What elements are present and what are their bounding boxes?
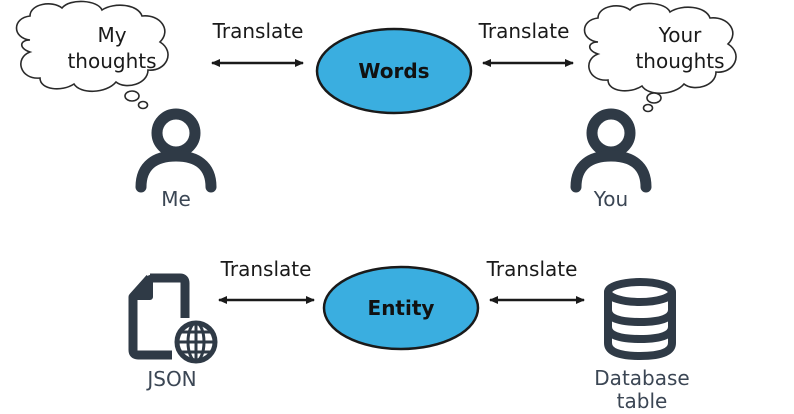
thought-cloud-icon <box>15 0 169 110</box>
your-thoughts-line2: thoughts <box>635 49 724 73</box>
json-label: JSON <box>145 367 196 391</box>
your-thoughts-line1: Your <box>658 23 702 47</box>
database-label-line1: Database <box>594 366 689 390</box>
you-person: You <box>570 108 652 211</box>
top-right-arrow-label: Translate <box>478 19 570 43</box>
database-icon <box>604 278 676 361</box>
my-thoughts-line1: My <box>97 23 126 47</box>
entity-node: Entity <box>322 265 480 351</box>
database-label-line2: table <box>617 389 668 413</box>
my-thoughts-line2: thoughts <box>67 49 156 73</box>
top-right-arrow: Translate <box>478 19 574 67</box>
bottom-right-arrow-label: Translate <box>486 257 578 281</box>
top-left-arrow-label: Translate <box>212 19 304 43</box>
thought-cloud-icon <box>583 2 737 113</box>
person-icon <box>135 108 217 193</box>
me-label: Me <box>161 187 191 211</box>
your-thoughts-cloud: Your thoughts <box>583 2 737 113</box>
database-table: Database table <box>594 278 690 413</box>
you-label: You <box>593 187 628 211</box>
bottom-left-arrow: Translate <box>218 257 315 304</box>
my-thoughts-cloud: My thoughts <box>15 0 169 110</box>
bottom-right-arrow: Translate <box>486 257 585 304</box>
person-icon <box>570 108 652 193</box>
words-label: Words <box>358 59 429 83</box>
json-file: JSON <box>128 273 218 391</box>
words-node: Words <box>315 27 473 115</box>
me-person: Me <box>135 108 217 211</box>
bottom-left-arrow-label: Translate <box>220 257 312 281</box>
file-globe-icon <box>128 273 218 364</box>
top-left-arrow: Translate <box>211 19 304 67</box>
entity-label: Entity <box>368 296 435 320</box>
